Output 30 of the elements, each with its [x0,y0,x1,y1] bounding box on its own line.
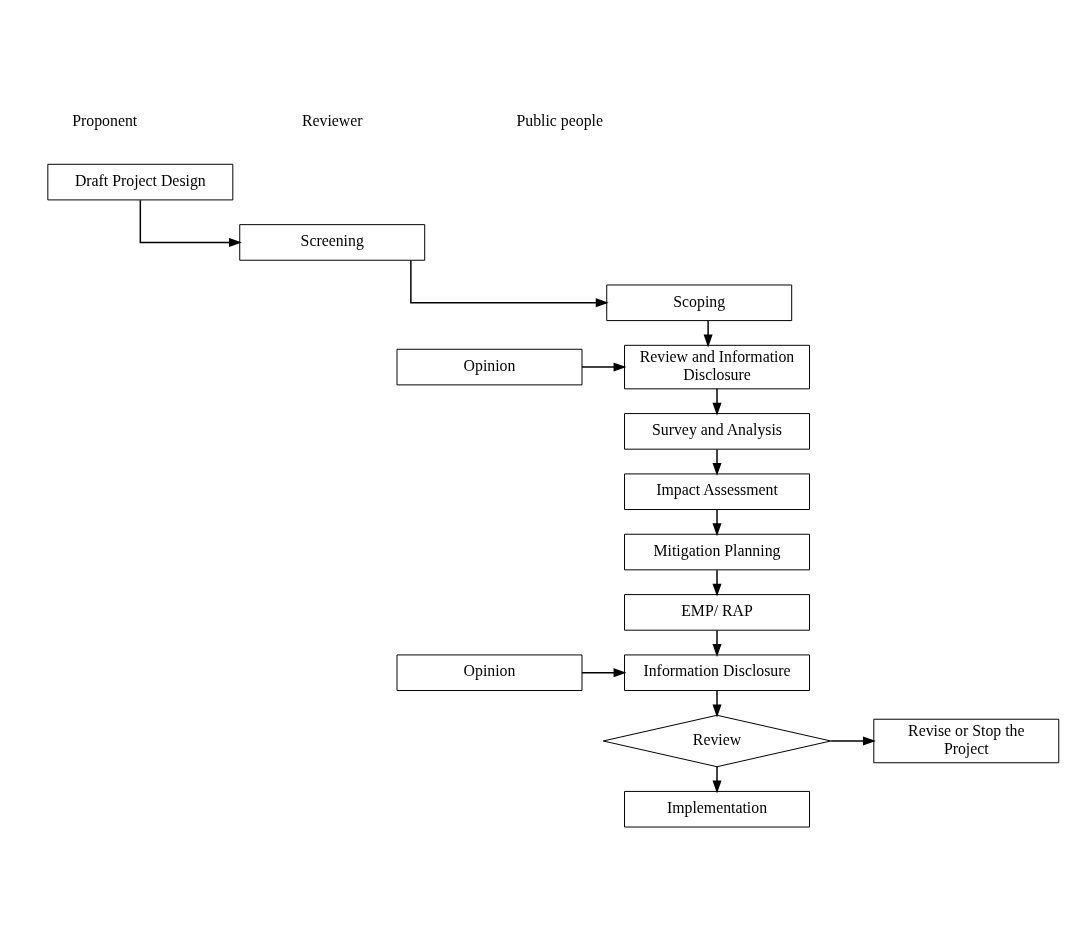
node-box: Impact Assessment [624,473,810,510]
node-diamond: Review [602,714,832,768]
arrow [712,629,722,657]
node-box: Opinion [396,654,583,692]
node-box: Screening [239,224,426,261]
arrow [139,199,242,247]
node-box: Draft Project Design [47,163,234,201]
arrow [712,388,722,416]
arrow [581,362,627,372]
arrow [712,766,722,794]
arrow [703,319,713,348]
arrow [712,689,722,718]
node-box: Review and Information Disclosure [624,344,810,390]
arrow [410,259,609,308]
arrow [581,668,627,678]
node-box: Scoping [606,284,793,322]
node-box: Implementation [624,790,810,828]
arrow [712,448,722,476]
label: Public people [516,111,603,129]
node-box: Mitigation Planning [624,533,810,571]
node-box: Survey and Analysis [624,413,810,450]
node-box: Opinion [396,348,583,386]
label: Proponent [72,111,138,129]
arrow [830,736,876,746]
label: Reviewer [301,111,363,129]
node-box: EMP/ RAP [624,594,810,631]
node-box: Revise or Stop the Project [873,718,1060,764]
arrow [712,569,722,597]
arrow [712,509,722,537]
node-box: Information Disclosure [624,654,810,692]
